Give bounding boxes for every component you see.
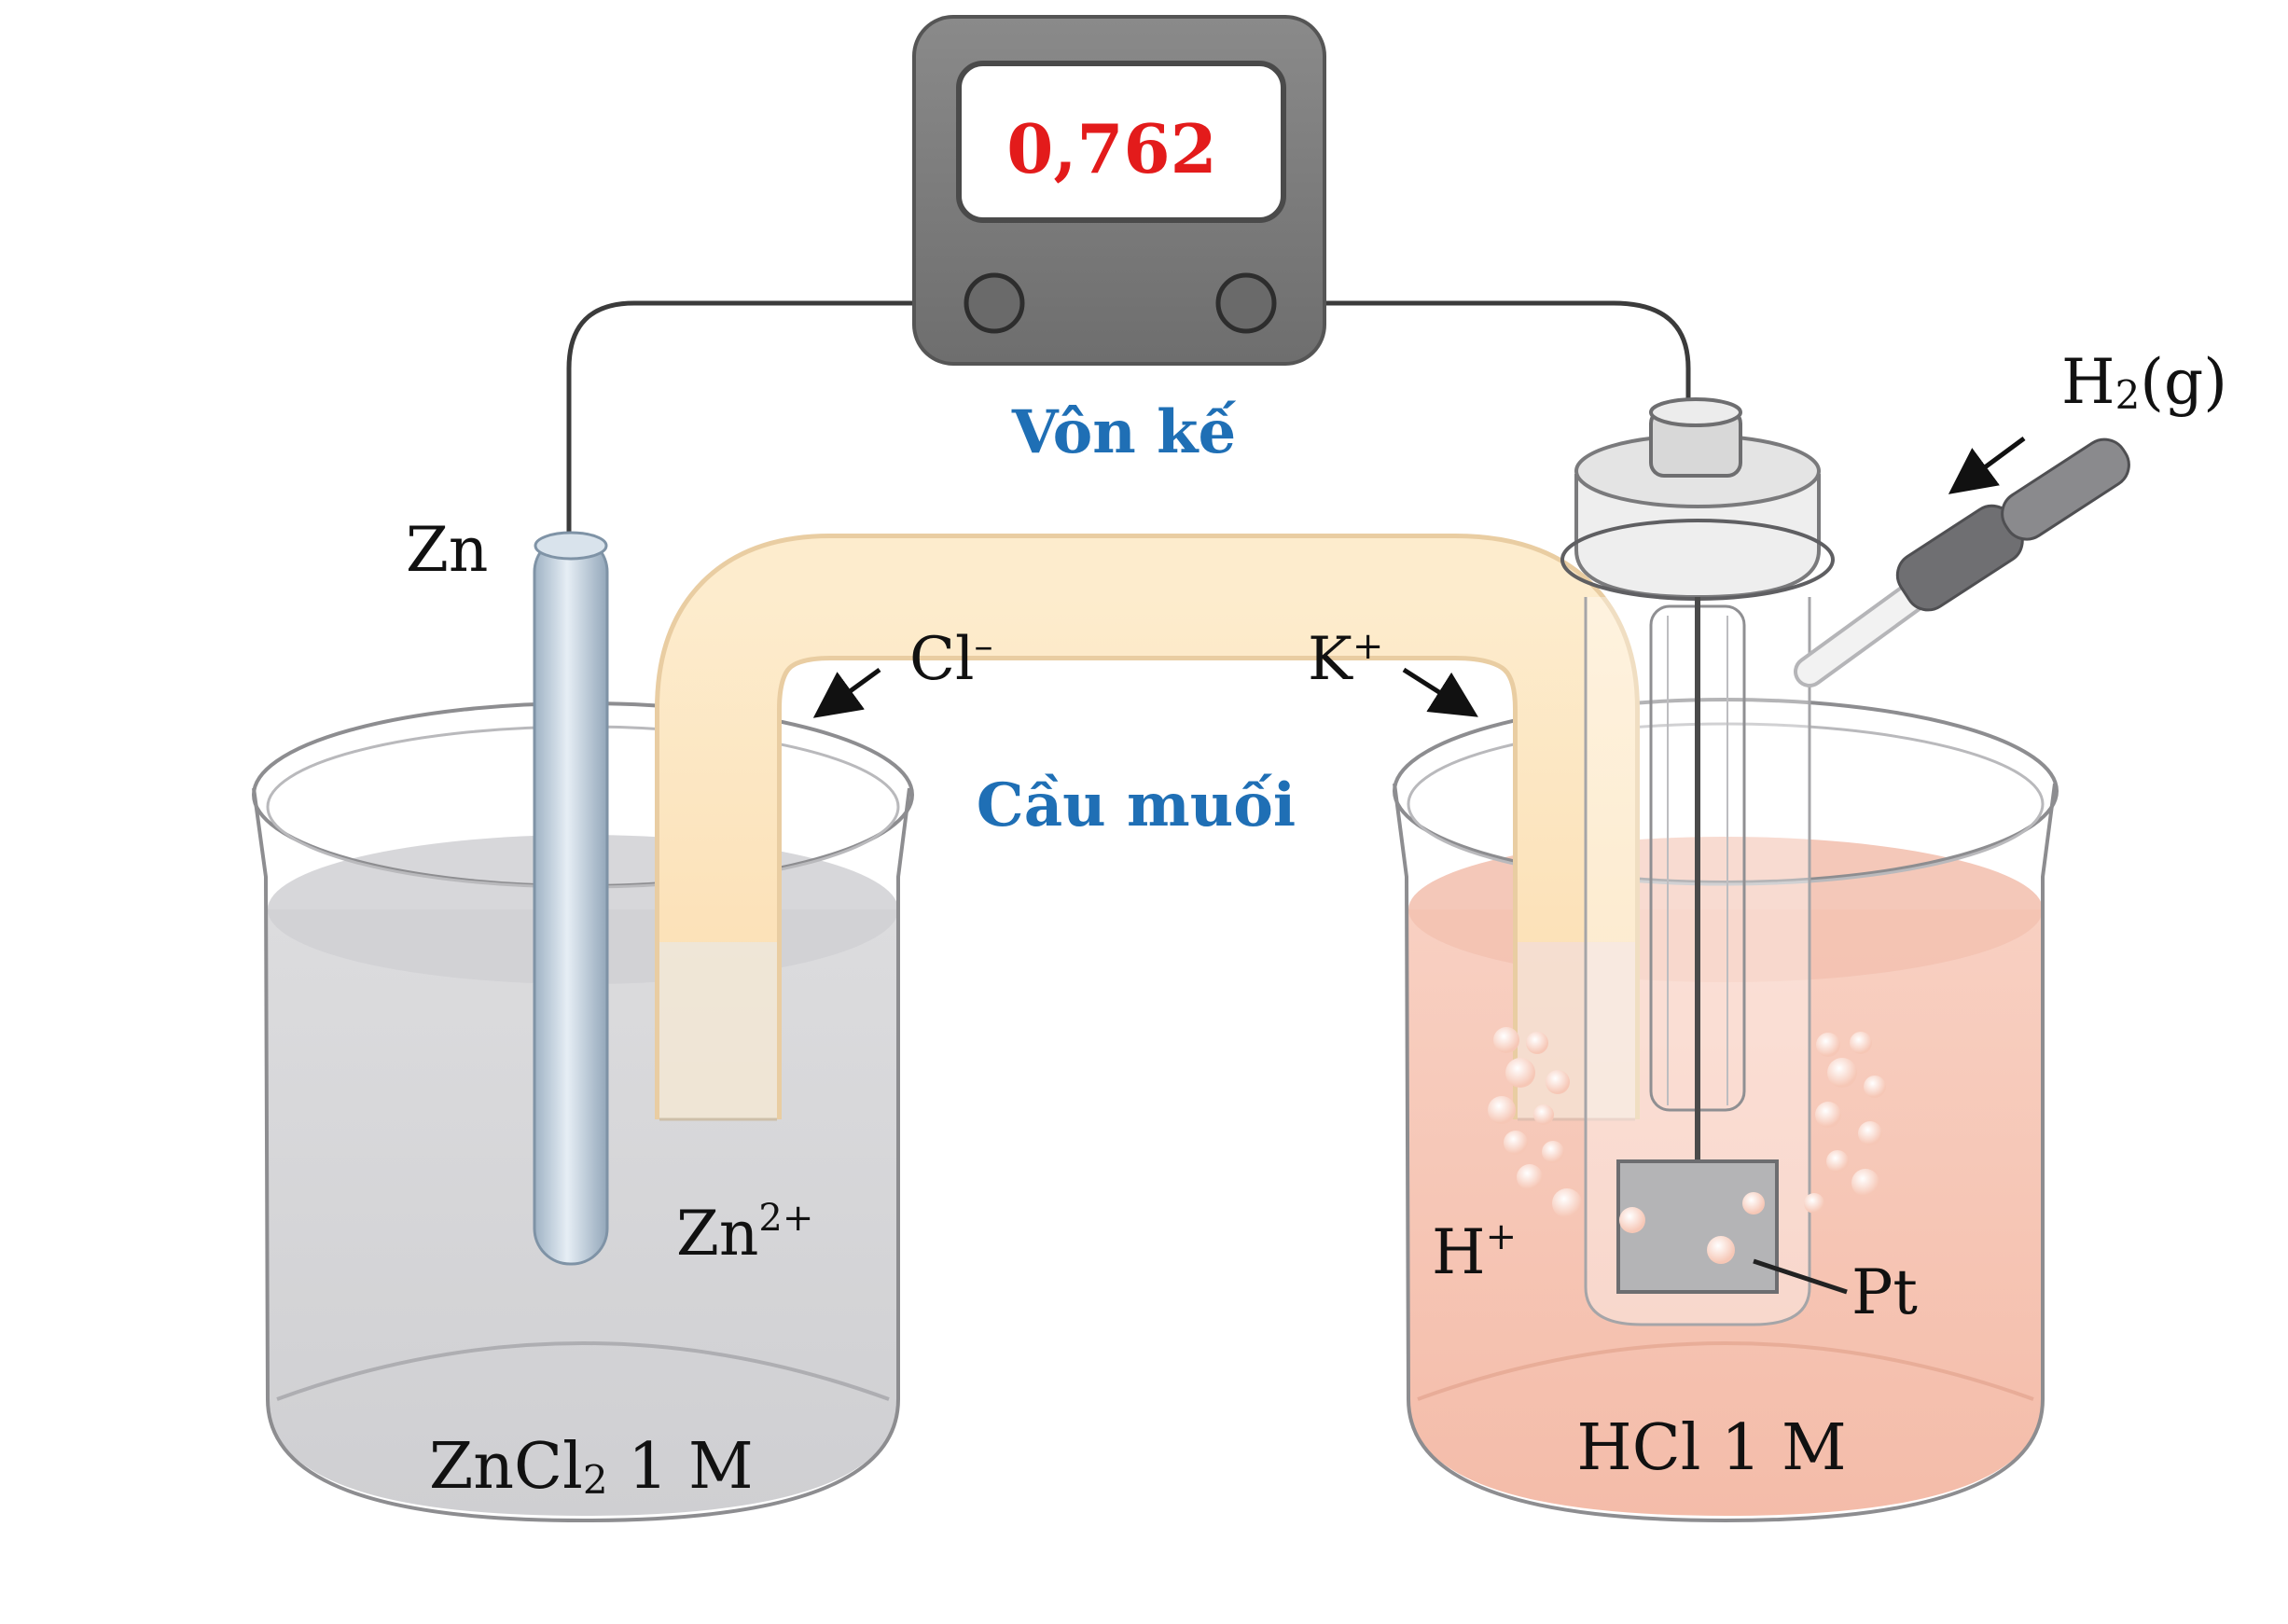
zinc-ion-label: Zn2+ (676, 1197, 813, 1270)
left-solution-formula: ZnCl (429, 1430, 583, 1504)
hydrogen-bubbles (1488, 1027, 1886, 1264)
salt-bridge (655, 534, 1640, 1121)
hydrogen-ion-charge: + (1486, 1215, 1518, 1258)
zinc-ion-symbol: Zn (676, 1198, 758, 1270)
chloride-charge: – (974, 625, 992, 668)
hydrogen-gas-subscript: 2 (2115, 372, 2141, 418)
hydrogen-ion-label: H+ (1432, 1215, 1517, 1288)
hydrogen-electrode (1560, 397, 2130, 1326)
left-solution-concentration: 1 M (608, 1430, 754, 1504)
zinc-electrode (533, 534, 609, 1266)
potassium-arrow (1402, 667, 1478, 717)
pt-label: Pt (1851, 1256, 1918, 1328)
hydrogen-ion-symbol: H (1432, 1216, 1486, 1288)
left-terminal (964, 272, 1025, 334)
voltmeter-display (956, 61, 1286, 223)
salt-bridge-label: Cầu muối (977, 770, 1296, 840)
zinc-ion-charge: 2+ (758, 1197, 813, 1240)
voltmeter-reading: 0,762 (1006, 109, 1216, 188)
left-solution-label: ZnCl2 1 M (429, 1430, 754, 1504)
pt-plate (1616, 1159, 1779, 1294)
right-terminal (1215, 272, 1277, 334)
left-solution-subscript: 2 (583, 1457, 608, 1503)
potassium-charge: + (1352, 625, 1384, 668)
chloride-arrow (812, 667, 881, 718)
chloride-label: Cl– (909, 625, 992, 694)
zinc-electrode-label: Zn (406, 514, 488, 586)
right-wire (1246, 300, 1691, 410)
potassium-symbol: K (1308, 625, 1353, 694)
hydrogen-gas-state: (g) (2140, 346, 2227, 418)
hydrogen-gas-symbol: H (2061, 346, 2115, 418)
left-wire (566, 300, 994, 546)
potassium-label: K+ (1308, 625, 1383, 694)
hydrogen-gas-label: H2(g) (2061, 346, 2227, 418)
voltmeter-label: Vôn kế (1011, 397, 1237, 467)
right-solution-label: HCl 1 M (1576, 1411, 1846, 1485)
hydrogen-gas-arrow (1948, 436, 2026, 494)
voltmeter (912, 15, 1326, 366)
chloride-symbol: Cl (909, 625, 974, 694)
